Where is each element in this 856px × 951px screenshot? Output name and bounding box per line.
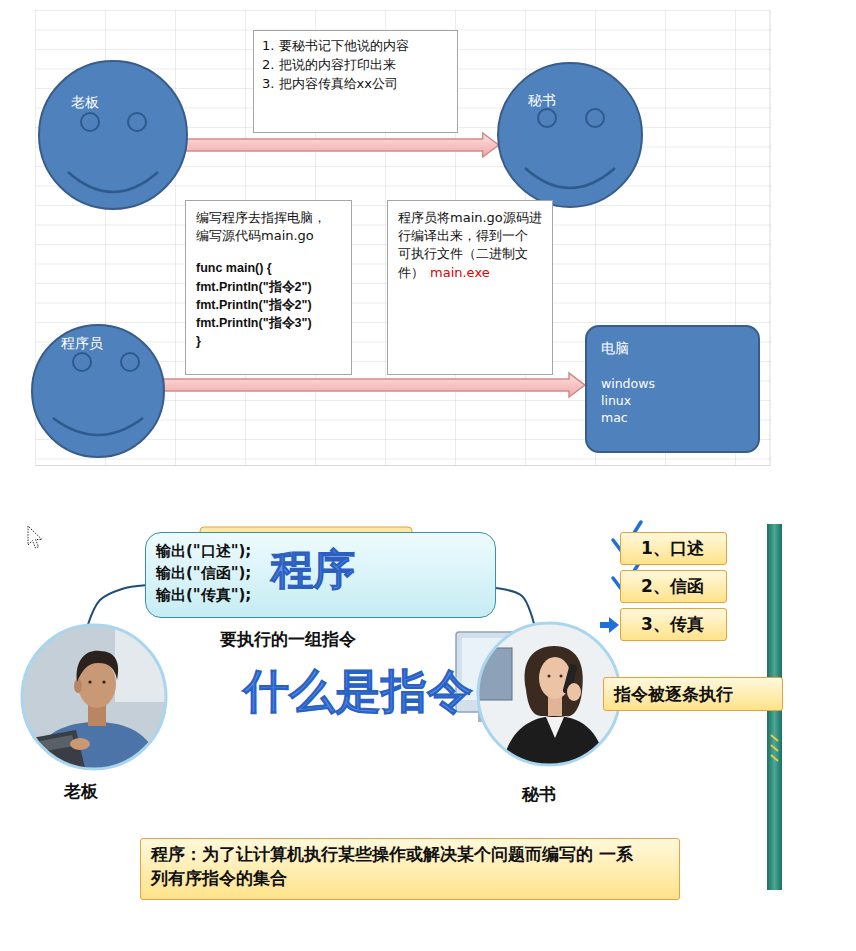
note-box: 1. 要秘书记下他说的内容2. 把说的内容打印出来3. 把内容传真给xx公司 (253, 30, 458, 133)
smiley-outline (38, 60, 188, 210)
photo-outline (476, 620, 622, 810)
note-box: 程序员将main.go源码进 行编译出来，得到一个 可执行文件（二进制文 件）m… (387, 200, 553, 375)
photo-node: 老板 (20, 622, 170, 807)
connector-curve (88, 585, 145, 625)
photo-outline (20, 622, 170, 807)
code-line: 输出("信函"); (156, 563, 251, 583)
node-label: 老板 (71, 94, 99, 112)
mouse-cursor (28, 526, 42, 548)
node-label: 秘书 (528, 92, 556, 110)
person-label: 秘书 (522, 783, 556, 806)
speech-bubble: 输出("口述");输出("信函");输出("传真"); 程序 (145, 532, 496, 618)
code-line: fmt.Println("指令3") (196, 314, 341, 332)
note-line: 2. 把说的内容打印出来 (262, 56, 449, 75)
note-text: main.exe (430, 265, 490, 280)
node-label: 程序员 (61, 335, 103, 353)
step-box: 3、传真 (620, 608, 727, 641)
caption-text: 要执行的一组指令 (220, 628, 356, 651)
smiley-node: 程序员 (31, 324, 165, 458)
code-line: } (196, 332, 341, 350)
note-box: 指令被逐条执行 (603, 677, 783, 711)
code-line: 输出("传真"); (156, 585, 251, 605)
code-line: 程序 (271, 545, 355, 595)
node-label: 电脑 (601, 339, 744, 358)
smiley-node: 老板 (38, 60, 188, 210)
code-line: fmt.Println("指令2") (196, 296, 341, 314)
title-art-text: 什么是指令 (243, 664, 473, 718)
computer-box: 电脑 windowslinuxmac (585, 325, 760, 453)
current-arrow (600, 617, 619, 633)
note-line: 1. 要秘书记下他说的内容 (262, 37, 449, 56)
code-line: 输出("口述"); (156, 541, 251, 561)
flow-arrow (164, 373, 585, 397)
step-label: 1、口述 (641, 533, 726, 564)
smiley-outline (497, 62, 643, 208)
note-text: 指令被逐条执行 (614, 678, 782, 710)
node-label: windows (601, 376, 744, 393)
step-box: 1、口述 (620, 532, 727, 565)
code-line: func main() { (196, 259, 341, 277)
code-box: 编写程序去指挥电脑， 编写源代码main.gofunc main() {fmt.… (185, 200, 352, 375)
node-label: mac (601, 410, 744, 427)
definition-text: 程序：为了让计算机执行某些操作或解决某个问题而编写的 一系列有序指令的集合 (151, 843, 644, 891)
code-line: 编写程序去指挥电脑， 编写源代码main.go (196, 209, 341, 245)
connector-curve (496, 588, 534, 625)
photo-node: 秘书 (476, 620, 622, 810)
code-line: fmt.Println("指令2") (196, 278, 341, 296)
person-label: 老板 (64, 780, 98, 803)
step-label: 3、传真 (641, 609, 726, 640)
smiley-node: 秘书 (497, 62, 643, 208)
bar-glints (771, 735, 778, 761)
step-label: 2、信函 (641, 571, 726, 602)
flow-arrow (186, 133, 498, 157)
node-label: linux (601, 393, 744, 410)
note-line: 3. 把内容传真给xx公司 (262, 75, 449, 94)
definition-box: 程序：为了让计算机执行某些操作或解决某个问题而编写的 一系列有序指令的集合 (140, 838, 680, 900)
step-box: 2、信函 (620, 570, 727, 603)
